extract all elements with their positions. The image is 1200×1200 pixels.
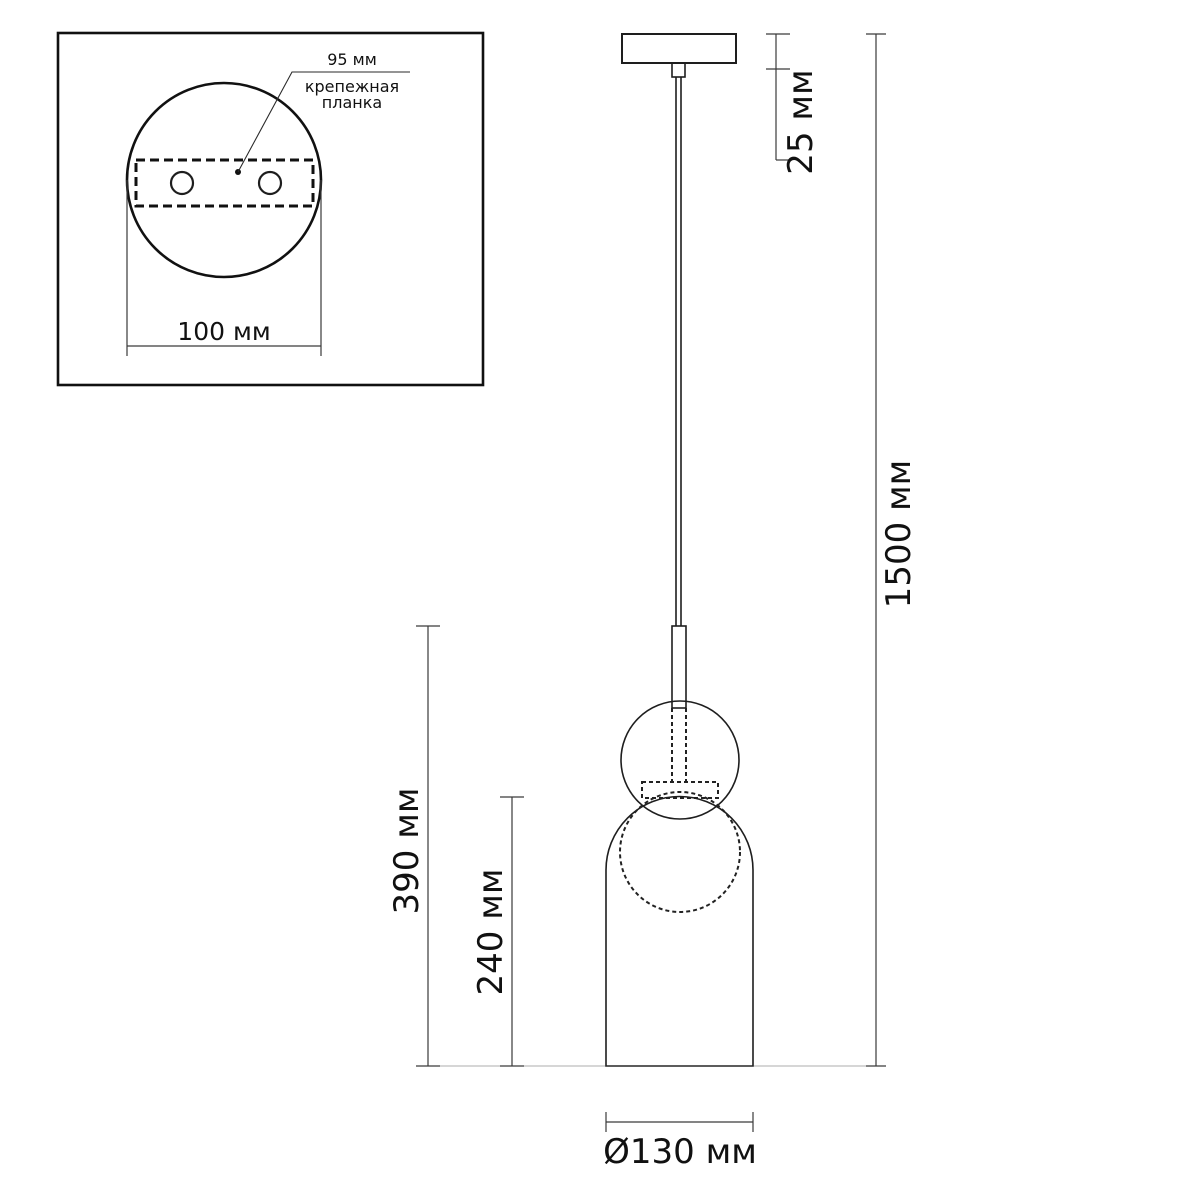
total-height-label: 1500 мм <box>879 460 919 609</box>
lamp-side-view <box>605 33 754 1067</box>
lamp-height-label: 390 мм <box>387 787 427 914</box>
mounting-hole-right <box>257 170 283 196</box>
canopy-diameter-label: 100 мм <box>177 317 270 346</box>
inset-frame <box>56 31 485 387</box>
canopy-circle <box>125 81 323 279</box>
plate-leader-line <box>237 71 410 173</box>
ceiling-canopy <box>621 33 737 64</box>
total-height-dimension: 1500 мм <box>866 33 919 1067</box>
plate-name-line2: планка <box>322 93 382 112</box>
canopy-clamp <box>671 62 686 78</box>
canopy-height-label: 25 мм <box>781 69 821 174</box>
shade-diameter-label: Ø130 мм <box>603 1132 757 1172</box>
glass-ball <box>620 700 740 820</box>
shade-height-dimension: 240 мм <box>471 796 524 1067</box>
hidden-bulb <box>619 791 741 913</box>
plate-name-line1: крепежная <box>305 77 399 96</box>
plate-width-label: 95 мм <box>327 50 377 69</box>
lamp-height-dimension: 390 мм <box>387 625 440 1067</box>
shade-height-label: 240 мм <box>471 868 511 995</box>
mounting-hole-left <box>169 170 195 196</box>
holder-tube <box>671 625 687 709</box>
canopy-top-view-inset: 95 мм крепежная планка 100 мм <box>56 31 485 387</box>
canopy-height-dimension: 25 мм <box>766 33 821 175</box>
hidden-socket <box>641 758 719 799</box>
shade-diameter-dimension: Ø130 мм <box>603 1112 757 1172</box>
glass-shade <box>605 795 754 1067</box>
mounting-plate-outline <box>134 158 315 208</box>
